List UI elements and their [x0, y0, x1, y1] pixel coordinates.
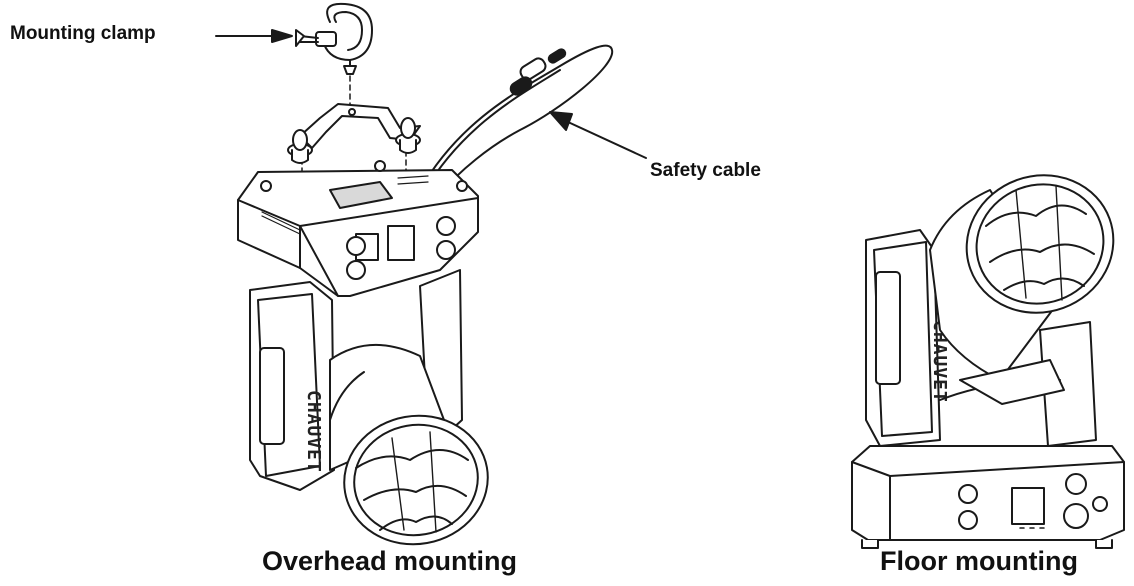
cable-arrow [549, 111, 647, 159]
omega-bracket [287, 103, 421, 164]
floor-mounting-caption: Floor mounting [880, 546, 1078, 576]
floor-brand-text: CHAUVET [929, 320, 950, 403]
overhead-yoke: CHAUVET [249, 269, 463, 491]
overhead-mounting-caption: Overhead mounting [262, 546, 518, 576]
overhead-brand-text: CHAUVET [303, 390, 324, 473]
safety-cable-label: Safety cable [650, 160, 761, 181]
overhead-head [329, 344, 489, 546]
mounting-clamp-label: Mounting clamp [10, 23, 156, 44]
floor-yoke: CHAUVET [865, 229, 1097, 447]
clamp-arrow [215, 29, 293, 43]
floor-base [851, 445, 1125, 549]
overhead-base [237, 160, 479, 297]
overhead-fixture: CHAUVET [215, 2, 647, 546]
mounting-clamp [295, 2, 373, 75]
floor-head [929, 174, 1115, 405]
floor-fixture: CHAUVET [851, 174, 1125, 549]
safety-cable [419, 44, 614, 197]
